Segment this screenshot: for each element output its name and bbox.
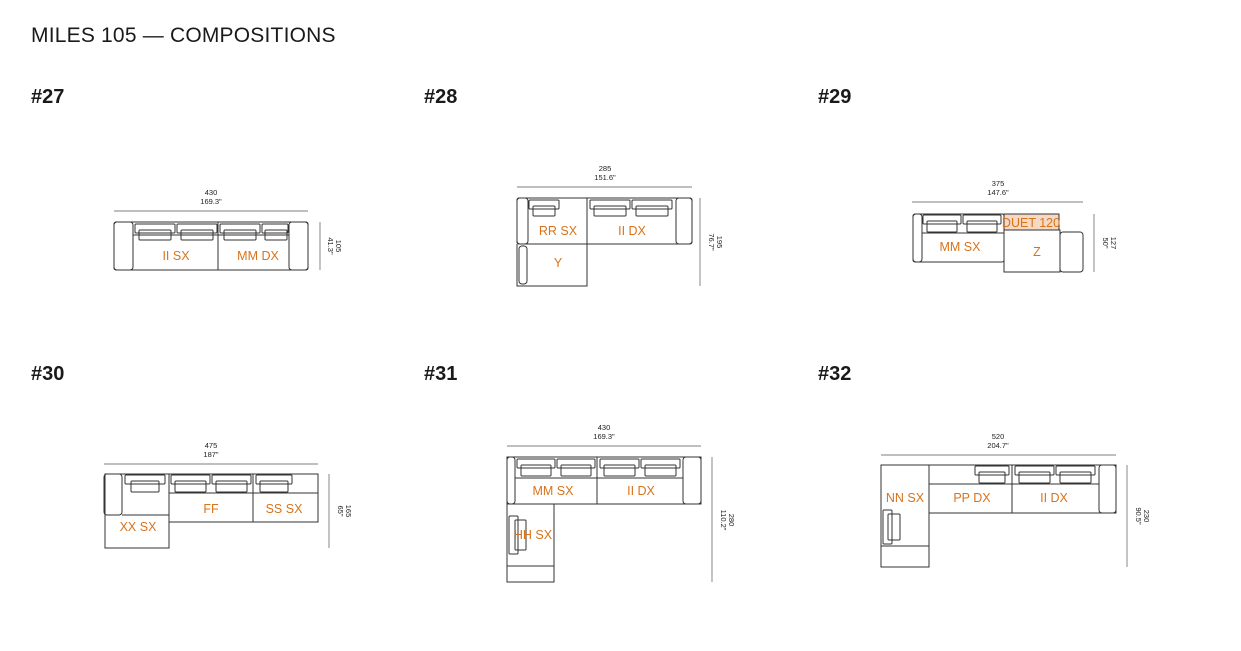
composition-31-depth-in: 110.2" <box>719 510 728 531</box>
composition-31-width-in: 169.3" <box>593 432 615 441</box>
module-label: Y <box>554 256 563 270</box>
composition-28-depth-cm: 195 <box>715 236 724 249</box>
composition-32-depth-in: 90.5" <box>1134 507 1143 525</box>
module-label: II DX <box>618 224 646 238</box>
composition-27-width-in: 169.3" <box>200 197 222 206</box>
module-label: MM DX <box>237 249 279 263</box>
composition-30-width-cm: 475 <box>205 441 218 450</box>
composition-32-width-cm: 520 <box>992 432 1005 441</box>
composition-30-depth-in: 65" <box>336 505 345 516</box>
composition-28-depth-in: 76.7" <box>707 233 716 251</box>
composition-27-depth-in: 41.3" <box>326 237 335 255</box>
module-label: SS SX <box>266 502 303 516</box>
composition-28-width-cm: 285 <box>599 164 612 173</box>
composition-30-plan: 475 187" 165 65" XX SX FF SS SX <box>103 441 353 549</box>
composition-30-id: #30 <box>31 363 65 385</box>
composition-27-width-cm: 430 <box>205 188 218 197</box>
composition-31-id: #31 <box>424 363 458 385</box>
composition-32-width-in: 204.7" <box>987 441 1009 450</box>
composition-27-plan: 430 169.3" 105 41.3" II SX MM DX <box>113 188 343 271</box>
composition-29-width-cm: 375 <box>992 179 1005 188</box>
composition-32-depth-cm: 230 <box>1142 510 1151 523</box>
composition-29-width-in: 147.6" <box>987 188 1009 197</box>
page-title: MILES 105 — COMPOSITIONS <box>31 24 336 47</box>
module-label: II DX <box>627 484 655 498</box>
module-label: DUET 120 <box>1002 216 1060 230</box>
module-label: PP DX <box>953 491 991 505</box>
module-label: II DX <box>1040 491 1068 505</box>
module-label: HH SX <box>514 528 553 542</box>
composition-30-depth-cm: 165 <box>344 505 353 518</box>
module-label: RR SX <box>539 224 578 238</box>
composition-28-id: #28 <box>424 86 458 108</box>
module-label: II SX <box>162 249 190 263</box>
module-label: NN SX <box>886 491 925 505</box>
module-label: MM SX <box>940 240 982 254</box>
composition-31-width-cm: 430 <box>598 423 611 432</box>
module-label: Z <box>1033 245 1041 259</box>
composition-27-depth-cm: 105 <box>334 240 343 253</box>
composition-31-depth-cm: 280 <box>727 514 736 527</box>
composition-28-plan: 285 151.6" 195 76.7" RR SX II DX Y <box>516 164 724 287</box>
module-label: MM SX <box>533 484 575 498</box>
composition-29-id: #29 <box>818 86 852 108</box>
composition-29-depth-cm: 127 <box>1109 237 1118 250</box>
composition-29-plan: 375 147.6" 127 50" DUET 120 MM SX Z <box>912 179 1118 273</box>
composition-30-width-in: 187" <box>203 450 219 459</box>
module-label: FF <box>203 502 219 516</box>
composition-27-id: #27 <box>31 86 65 108</box>
composition-28-width-in: 151.6" <box>594 173 616 182</box>
module-label: XX SX <box>120 520 157 534</box>
composition-32-plan: 520 204.7" 230 90.5" NN SX PP DX II DX <box>880 432 1151 568</box>
composition-29-depth-in: 50" <box>1101 237 1110 248</box>
composition-31-plan: 430 169.3" 280 110.2" MM SX II DX HH SX <box>506 423 736 583</box>
composition-32-id: #32 <box>818 363 852 385</box>
